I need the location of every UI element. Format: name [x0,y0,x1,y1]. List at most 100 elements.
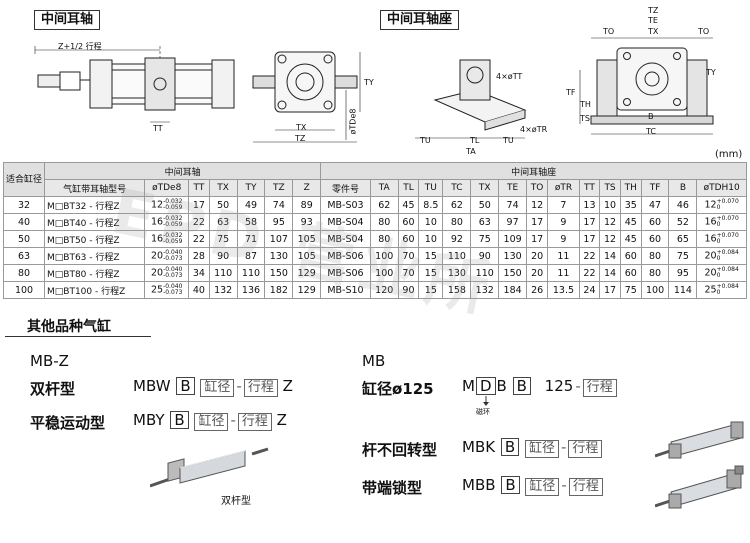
tolerance-value: -0.073 [163,289,183,296]
cell-value: 12 [704,199,717,211]
dim-tl-label: TL [470,136,480,145]
cell-ts: 10 [599,196,621,214]
dim-ty2-label: TY [706,68,716,77]
dim-4xtt-label: 4×øTT [496,72,523,81]
mby-stroke-box: 行程 [237,413,272,431]
col-header-8: TA [369,179,399,197]
mb125-m: M [462,377,475,395]
bore-header: 适合缸径 [2,162,46,197]
mbb-name: 带端锁型 [362,479,423,497]
cell-value: 12 [150,199,164,211]
cell-tt: 40 [188,281,210,299]
cell-to: 20 [526,247,549,265]
cell-b: 52 [668,213,698,231]
mb125-stroke-box: 行程 [582,379,617,397]
cell-tr: 13.5 [547,281,580,299]
cell-value: 16 [150,216,164,228]
non-rotating-cylinder-image [655,421,744,459]
cell-tf: 60 [640,213,670,231]
end-lock-cylinder-image [655,465,744,509]
cell-ts: 12 [599,213,621,231]
cell-b: 114 [668,281,698,299]
cell-to: 17 [526,230,549,248]
cell-bore: 100 [2,281,46,299]
cell-value: 25 [704,284,717,296]
tolerance: -0.032-0.059 [163,199,182,211]
dim-ty-label: TY [364,78,374,87]
cell-to: 17 [526,213,549,231]
cell-model: M□BT80 - 行程Z [44,264,146,282]
cell-ts: 12 [599,230,621,248]
cell-tf: 80 [640,264,670,282]
mbk-stroke-box: 行程 [568,440,603,458]
mb-title: MB [362,352,386,370]
mb125-dash: - [575,377,581,395]
mid-trunnion-drawing [34,46,361,143]
cell-tx: 132 [208,281,238,299]
dim-ts-label: TS [580,114,590,123]
mb125-d-box: D [475,377,496,395]
mbz-title: MB-Z [30,352,69,370]
cell-bore: 63 [2,247,46,265]
dim-tx2-label: TX [648,27,659,36]
bracket-group-header: 中间耳轴座 [320,162,747,180]
mbw-dash: - [236,377,242,395]
mid-trunnion-bracket-drawing [415,37,714,139]
cell-tf: 60 [640,230,670,248]
tolerance-value: 0 [716,289,721,296]
col-header-20: B [668,179,698,197]
col-header-0: 气缸带耳轴型号 [44,179,146,197]
cell-to: 26 [526,281,549,299]
col-header-13: TE [498,179,528,197]
tolerance-value: 0 [716,204,721,211]
mbk-bore-box: 缸径 [524,440,559,458]
cell-b: 95 [668,264,698,282]
col-header-7: 零件号 [320,179,371,197]
other-cylinders-title: 其他品种气缸 [5,318,151,337]
cell-value: 25 [150,284,164,296]
mbk-b-box: B [500,438,520,456]
cell-tr: 9 [547,230,580,248]
mbb-code-row: MBB B 缸径-行程 [462,476,603,496]
cell-te: 97 [498,213,528,231]
tolerance-value: -0.059 [163,204,183,211]
mbw-stroke-box: 行程 [243,379,278,397]
cell-td: 12-0.032-0.059 [144,196,190,214]
col-header-6: Z [292,179,322,197]
col-header-16: TT [578,179,601,197]
tolerance-value: +0.084 [716,249,739,256]
tolerance: -0.040-0.073 [163,267,182,279]
tolerance-value: -0.073 [163,272,183,279]
cell-tf: 47 [640,196,670,214]
col-header-4: TY [236,179,266,197]
cell-bore: 32 [2,196,46,214]
tolerance-value: 0 [716,238,721,245]
cell-ta: 120 [369,281,399,299]
dim-tc-label: TC [646,127,657,136]
mby-bore-box: 缸径 [194,413,229,431]
col-header-10: TU [418,179,444,197]
cell-th: 60 [619,247,642,265]
unit-label: (mm) [715,149,743,160]
mb125-bb: B [496,377,507,395]
mbk-code: MBK [462,438,496,456]
mbw-code: MBW [133,377,171,395]
cell-to: 20 [526,264,549,282]
cell-tt2: 22 [578,264,601,282]
mby-dash: - [230,411,236,429]
cell-ta: 80 [369,230,399,248]
cell-tt2: 17 [578,230,601,248]
mbb-bore-box: 缸径 [525,478,560,496]
mby-name: 平稳运动型 [30,414,106,432]
cell-ta: 62 [369,196,399,214]
col-header-11: TC [442,179,472,197]
dim-ta-label: TA [466,147,476,156]
